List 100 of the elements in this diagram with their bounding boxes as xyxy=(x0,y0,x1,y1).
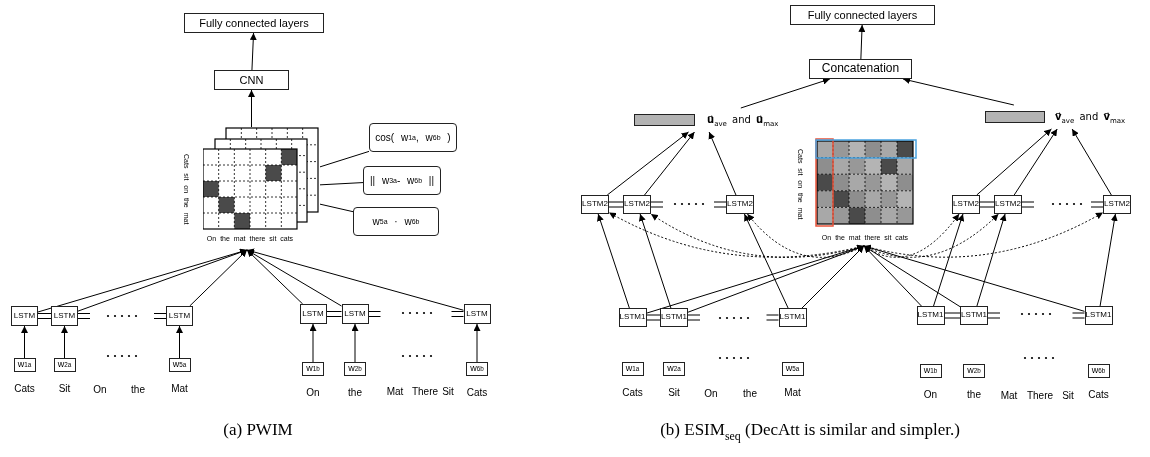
word-label: On xyxy=(305,386,321,399)
lstm-unit-box: LSTM1 xyxy=(618,308,647,327)
word-label: Cats xyxy=(1087,388,1110,401)
arrow xyxy=(902,77,1015,106)
lstm-unit-box: LSTM xyxy=(166,306,193,326)
arrow xyxy=(638,213,672,309)
recurrent-link xyxy=(153,313,167,319)
recurrent-link xyxy=(713,201,727,208)
word-label: On xyxy=(922,388,939,401)
arrow xyxy=(309,323,317,363)
arrow xyxy=(189,249,248,307)
arrow xyxy=(740,77,831,109)
arrow xyxy=(351,323,359,363)
recurrent-link xyxy=(650,201,664,208)
recurrent-link xyxy=(979,201,995,208)
recurrent-link xyxy=(944,312,961,319)
arrow xyxy=(473,323,481,363)
dashed-arrow xyxy=(863,212,1104,258)
lstm-unit-box: LSTM1 xyxy=(1084,306,1113,325)
arrow xyxy=(249,32,257,71)
leader-line xyxy=(319,182,364,186)
recurrent-link xyxy=(646,314,661,321)
recurrent-link xyxy=(1021,201,1035,208)
lstm-unit-box: LSTM2 xyxy=(952,195,980,214)
arrow xyxy=(597,213,630,309)
lstm-unit-box: LSTM xyxy=(51,306,78,326)
figure-caption: (b) ESIM$_{seq}$ (DecAtt is similar and simpler.) xyxy=(660,420,960,444)
dashed-arrow xyxy=(863,213,960,258)
arrow xyxy=(21,325,28,359)
arrow xyxy=(863,245,961,308)
arrow xyxy=(976,128,1052,196)
recurrent-link xyxy=(766,314,779,321)
arrow xyxy=(1013,128,1058,196)
figure-caption: (a) PWIM xyxy=(223,420,293,440)
lstm-unit-box: LSTM xyxy=(463,304,491,324)
arrow xyxy=(1071,128,1112,196)
arrow xyxy=(743,213,789,309)
word-label: Mat xyxy=(170,382,189,395)
vector-label: v⃗$_{ave}$ and v⃗$_{max}$ xyxy=(1055,110,1126,127)
word-label: There xyxy=(1026,389,1054,401)
word-label: On xyxy=(93,383,107,395)
lstm-unit-box: LSTM1 xyxy=(916,306,945,325)
layer-box: Fully connected layers xyxy=(790,5,935,25)
lstm-unit-box: LSTM xyxy=(341,304,369,324)
word-label: Cats xyxy=(465,386,489,399)
lstm-unit-box: LSTM2 xyxy=(726,195,754,214)
arrow xyxy=(708,131,737,196)
recurrent-link xyxy=(451,311,464,317)
recurrent-link xyxy=(987,312,1001,319)
recurrent-link xyxy=(77,313,91,319)
recurrent-link xyxy=(1090,201,1104,208)
arrow xyxy=(1099,213,1118,307)
word-label: On xyxy=(704,387,718,399)
arrow xyxy=(248,89,255,128)
layer-box: CNN xyxy=(214,70,289,90)
arrow xyxy=(606,131,689,196)
lstm-unit-box: LSTM1 xyxy=(960,306,988,325)
arrow xyxy=(933,213,965,307)
arrow xyxy=(644,131,695,196)
dashed-arrow xyxy=(746,213,865,258)
leader-line xyxy=(319,150,370,168)
arrow xyxy=(176,325,183,359)
layer-box: Concatenation xyxy=(809,59,912,79)
word-label: the xyxy=(966,388,982,401)
recurrent-link xyxy=(326,311,342,317)
lstm-unit-box: LSTM1 xyxy=(778,308,807,327)
word-label: the xyxy=(743,387,757,399)
word-label: Sit xyxy=(442,385,454,397)
lstm-unit-box: LSTM2 xyxy=(994,195,1022,214)
recurrent-link xyxy=(687,314,701,321)
word-label: Mat xyxy=(386,385,404,397)
arrow xyxy=(61,325,68,359)
lstm-unit-box: LSTM2 xyxy=(581,195,609,214)
word-label: Mat xyxy=(1000,389,1018,401)
word-label: Mat xyxy=(783,386,802,399)
arrow xyxy=(77,249,248,312)
lstm-unit-box: LSTM xyxy=(299,304,327,324)
word-label: There xyxy=(411,385,439,397)
arrow xyxy=(863,245,922,307)
word-label: the xyxy=(347,386,363,399)
arrow xyxy=(801,245,865,309)
arrow xyxy=(687,245,865,313)
word-label: Cats xyxy=(621,386,644,399)
lstm-unit-box: LSTM2 xyxy=(1103,195,1131,214)
leader-line xyxy=(319,203,354,213)
word-label: the xyxy=(131,383,145,395)
word-label: Sit xyxy=(1062,389,1074,401)
arrow xyxy=(246,249,304,305)
vector-label: u⃗$_{ave}$ and u⃗$_{max}$ xyxy=(707,113,779,130)
recurrent-link xyxy=(608,201,624,208)
arrow xyxy=(863,244,1085,312)
arrow xyxy=(246,249,342,307)
word-label: Sit xyxy=(667,386,681,399)
arrow xyxy=(246,248,464,311)
word-label: Cats xyxy=(13,382,36,395)
word-label: Sit xyxy=(57,382,72,395)
recurrent-link xyxy=(368,311,381,317)
lstm-unit-box: LSTM1 xyxy=(660,308,688,327)
arrow xyxy=(858,24,866,60)
lstm-unit-box: LSTM2 xyxy=(623,195,651,214)
